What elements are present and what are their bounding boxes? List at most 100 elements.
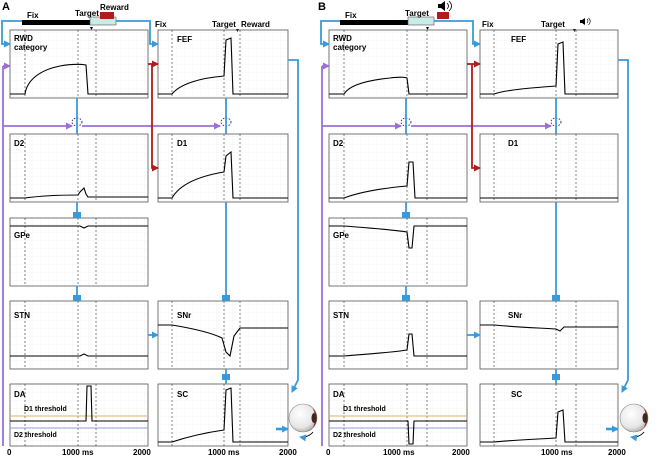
d1-threshold-label: D1 threshold — [24, 406, 67, 413]
inhibitory-terminal — [73, 295, 81, 301]
module-label: RWD — [333, 34, 352, 43]
module-label: GPe — [333, 231, 350, 240]
target-label: Target — [75, 9, 99, 18]
axis-tick-2000: 2000 — [608, 448, 626, 456]
axis-tick-2000: 2000 — [133, 448, 151, 456]
activity-trace — [329, 161, 467, 199]
activity-trace — [158, 37, 288, 95]
module-rwd-category-a: RWD category — [9, 29, 149, 99]
module-stn-b: STN — [328, 300, 468, 370]
eye-icon — [288, 403, 318, 442]
module-d2-b: D2 — [328, 133, 468, 203]
speaker-icon — [438, 0, 452, 12]
target-marker — [90, 27, 93, 30]
target-label: Target — [405, 9, 429, 18]
eye-icon — [619, 403, 649, 442]
activity-trace — [480, 324, 618, 332]
activity-trace — [158, 387, 288, 443]
target-label: Target — [212, 20, 236, 29]
fix-input-arrow — [1, 20, 22, 48]
module-label: RWD — [14, 34, 33, 43]
module-label: D1 — [177, 139, 188, 148]
axis-tick-0: 0 — [326, 448, 331, 456]
task-timeline-a: Fix Target Reward — [22, 3, 129, 30]
activity-trace — [480, 41, 618, 95]
fix-label: Fix — [345, 11, 357, 20]
module-label: DA — [333, 390, 345, 399]
speaker-icon — [580, 17, 591, 26]
module-label: D1 — [508, 139, 519, 148]
module-sc-b: SC — [479, 383, 619, 447]
target-marker — [426, 27, 429, 30]
activity-trace — [10, 225, 148, 229]
fix-label: Fix — [482, 20, 494, 29]
module-snr-b: SNr — [479, 300, 619, 370]
activity-trace — [480, 409, 618, 443]
module-da-a: DA D1 threshold D2 threshold — [9, 383, 149, 447]
pathways-a — [1, 20, 299, 446]
module-label: D2 — [333, 139, 344, 148]
inhibitory-terminal — [222, 374, 230, 380]
reward-bar — [100, 12, 114, 19]
inhibitory-terminal — [402, 212, 410, 218]
activity-trace — [329, 76, 467, 95]
module-sublabel: category — [14, 43, 48, 52]
activity-trace — [329, 225, 467, 249]
fix-label: Fix — [155, 20, 167, 29]
module-d1-b: D1 — [479, 133, 619, 203]
axis-tick-1000: 1000 ms — [208, 448, 240, 456]
fef-to-eye-arrow — [618, 59, 629, 393]
module-label: SNr — [508, 311, 522, 320]
module-fef-b: Fix Target FEF — [479, 17, 619, 99]
module-label: STN — [333, 311, 349, 320]
fix-bar — [22, 20, 90, 25]
inhibitory-terminal — [552, 374, 560, 380]
module-d1-a: D1 — [157, 133, 289, 203]
module-label: FEF — [177, 35, 192, 44]
module-label: SNr — [177, 311, 191, 320]
module-fef-a: Fix Target Reward FEF — [155, 20, 289, 99]
axis-tick-2000: 2000 — [279, 448, 297, 456]
axis-tick-2000: 2000 — [452, 448, 470, 456]
module-label: STN — [14, 311, 30, 320]
reward-label: Reward — [100, 3, 129, 12]
target-input-arrow — [116, 20, 159, 48]
module-rwd-category-b: RWD category — [328, 29, 468, 99]
panel-a: A Fix Target Reward RWD category D2 — [1, 1, 318, 456]
d2-threshold-label: D2 threshold — [14, 432, 57, 439]
target-label: Target — [541, 20, 565, 29]
fix-input-arrow — [320, 20, 340, 48]
fef-to-eye-arrow — [288, 59, 299, 393]
activity-trace — [10, 353, 148, 357]
inhibitory-terminal — [552, 295, 560, 301]
inhibitory-terminal — [402, 295, 410, 301]
task-timeline-b: Fix Target — [340, 0, 452, 30]
module-da-b: DA D1 threshold D2 threshold — [328, 383, 468, 447]
module-label: FEF — [511, 35, 526, 44]
module-label: D2 — [14, 139, 25, 148]
module-snr-a: SNr — [157, 300, 289, 370]
module-label: GPe — [14, 231, 31, 240]
d2-threshold-label: D2 threshold — [333, 432, 376, 439]
reward-bar — [437, 12, 449, 19]
pathways-b — [320, 20, 629, 446]
activity-trace — [10, 63, 148, 95]
panel-label-a: A — [2, 1, 10, 13]
fix-label: Fix — [27, 11, 39, 20]
axis-tick-0: 0 — [7, 448, 12, 456]
inhibitory-terminal — [222, 295, 230, 301]
target-bar — [407, 16, 435, 26]
activity-trace — [158, 150, 288, 199]
module-sc-a: SC — [157, 383, 289, 447]
activity-trace — [10, 385, 148, 422]
inhibitory-terminal — [73, 212, 81, 218]
module-label: SC — [511, 390, 522, 399]
fix-bar — [340, 20, 408, 25]
d1-threshold-label: D1 threshold — [343, 406, 386, 413]
axis-tick-1000: 1000 ms — [541, 448, 573, 456]
panel-label-b: B — [318, 1, 326, 13]
axis-tick-1000: 1000 ms — [383, 448, 415, 456]
activity-trace — [10, 186, 148, 199]
module-label: DA — [14, 390, 26, 399]
